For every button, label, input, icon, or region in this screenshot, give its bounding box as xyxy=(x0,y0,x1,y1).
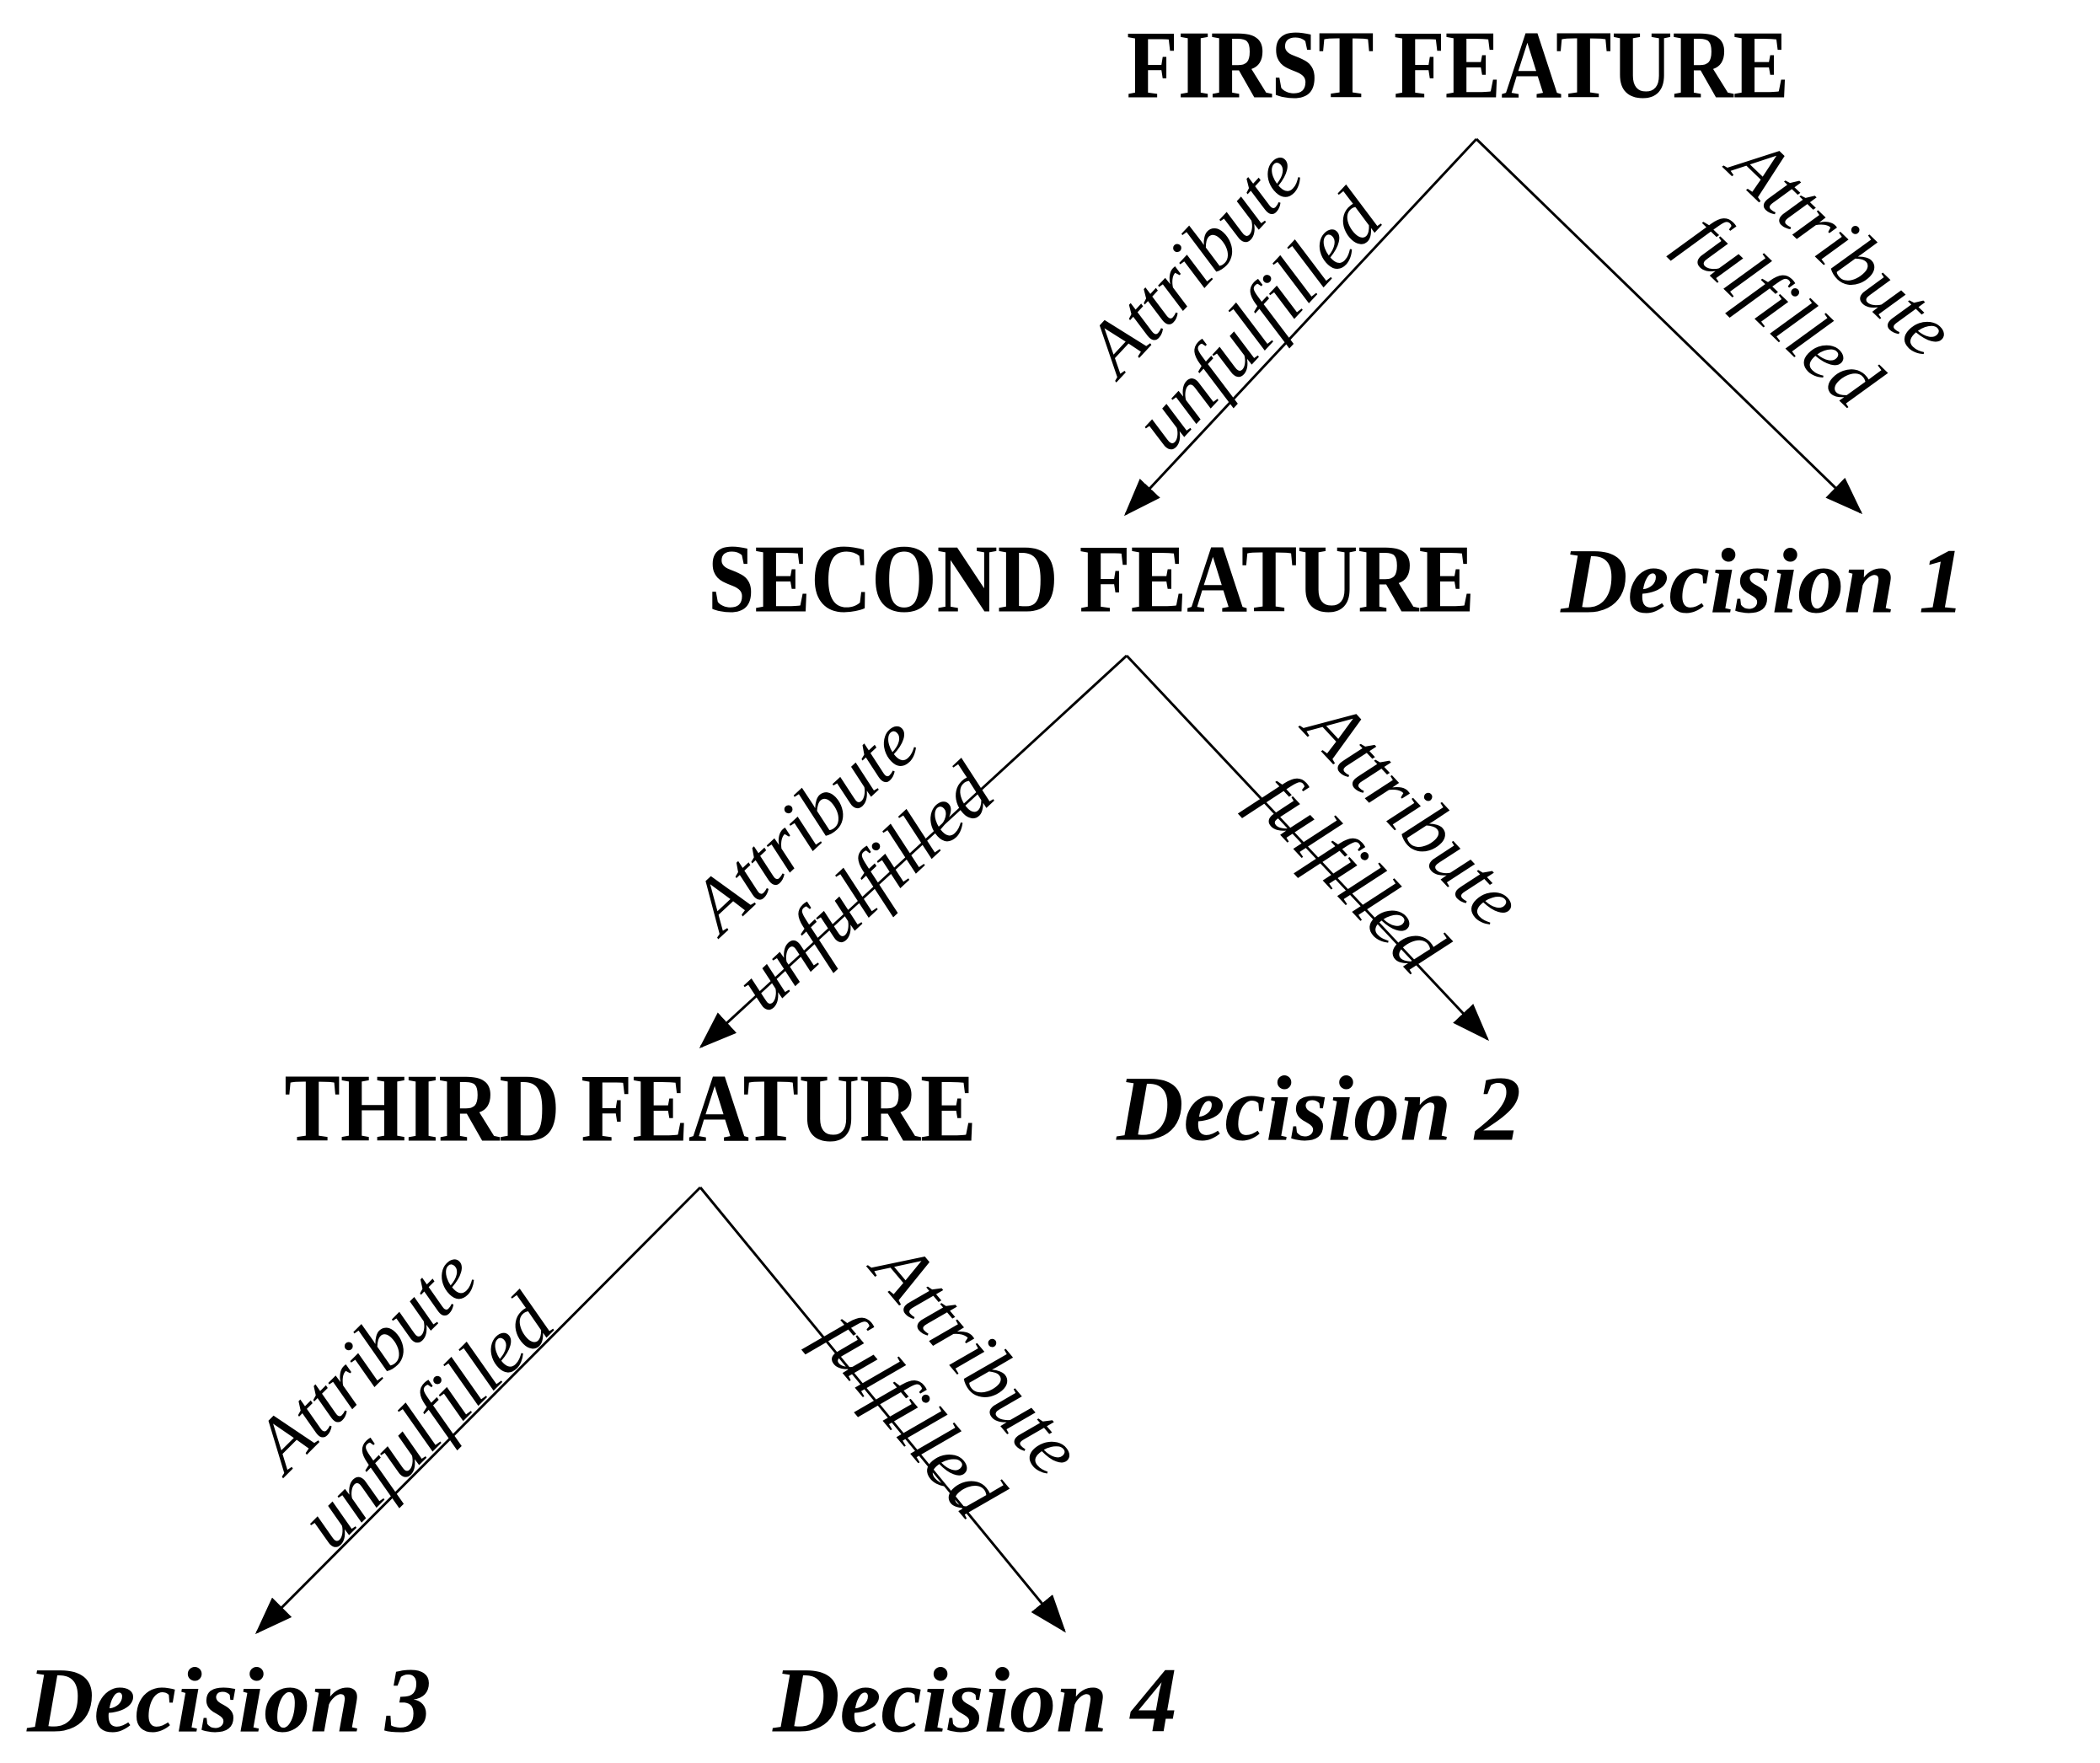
node-decision-1: Decision 1 xyxy=(1561,529,1965,633)
edge-first-to-decision1 xyxy=(1475,137,1863,515)
node-second-feature: SECOND FEATURE xyxy=(708,525,1475,634)
node-decision-3: Decision 3 xyxy=(27,1648,431,1752)
edge-second-to-third xyxy=(699,654,1128,1049)
node-first-feature: FIRST FEATURE xyxy=(1126,11,1790,120)
edge-third-to-decision4 xyxy=(699,1187,1066,1633)
edge-third-to-decision3 xyxy=(254,1186,702,1635)
edge-first-to-second xyxy=(1123,137,1478,517)
node-decision-2: Decision 2 xyxy=(1117,1057,1521,1160)
node-third-feature: THIRD FEATURE xyxy=(284,1054,977,1163)
node-decision-4: Decision 4 xyxy=(773,1648,1177,1752)
edge-second-to-decision2 xyxy=(1125,654,1490,1042)
